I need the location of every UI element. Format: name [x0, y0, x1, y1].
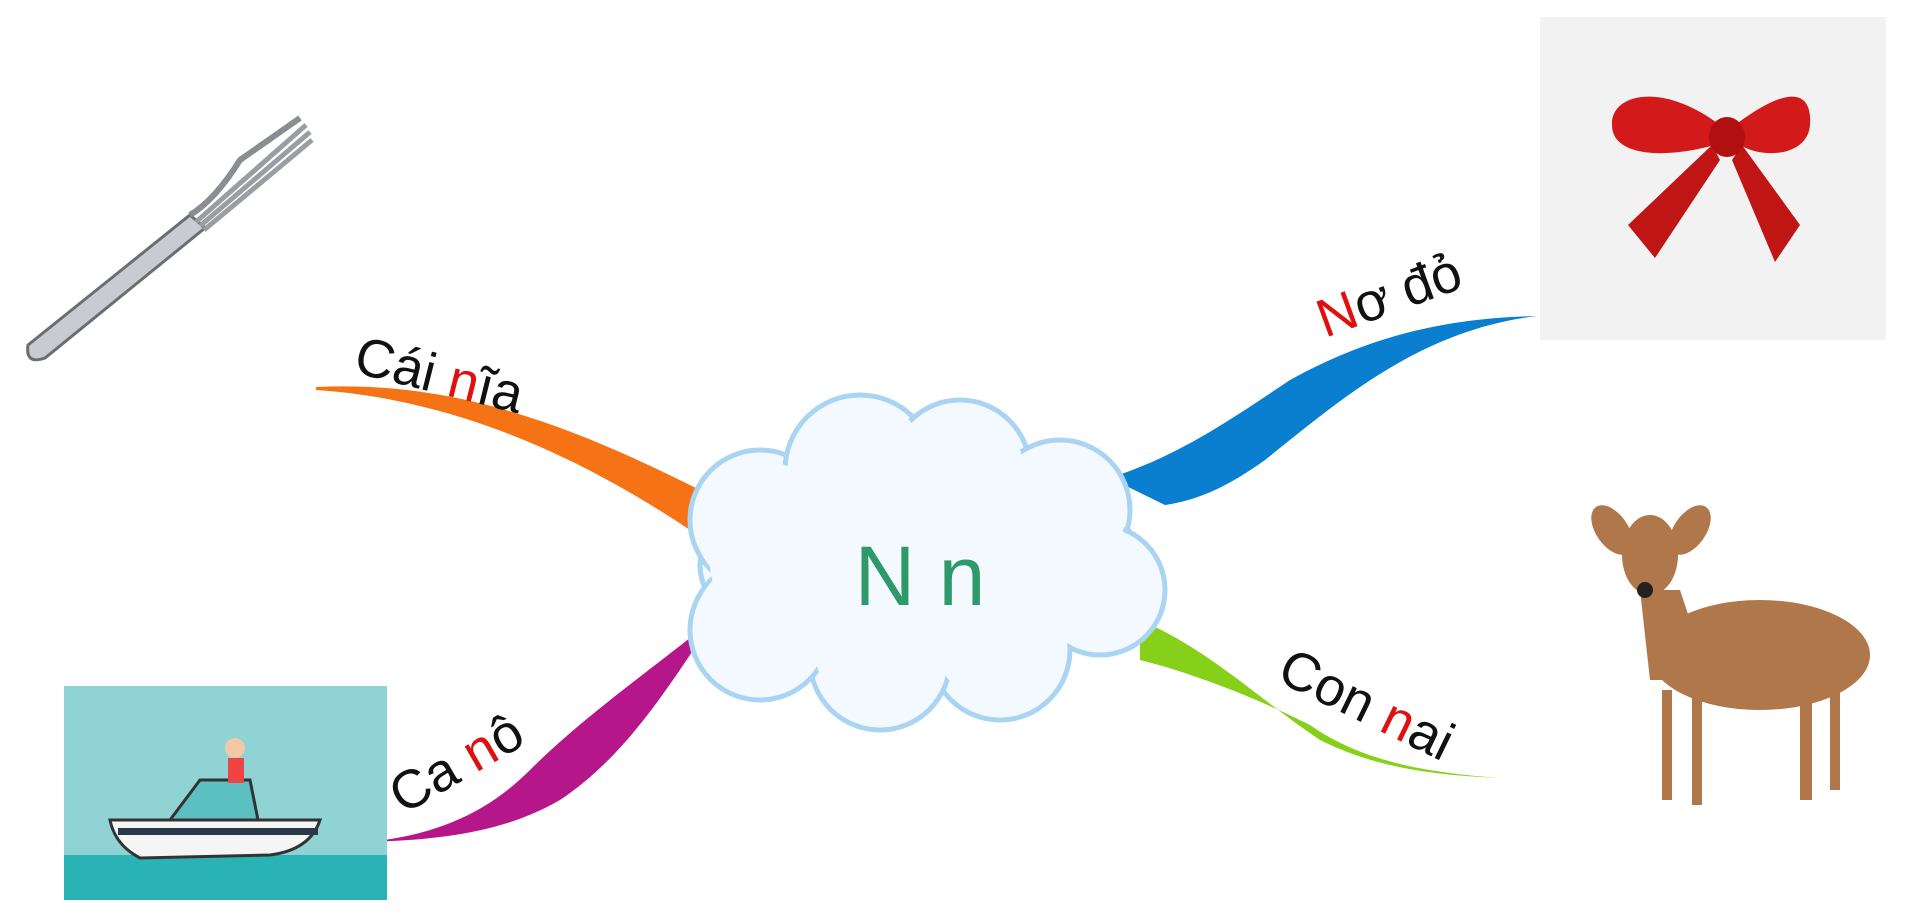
label-bow: Nơ đỏ [1309, 242, 1470, 350]
deer-image [1591, 505, 1870, 805]
center-letter: N n [855, 529, 986, 623]
red-bow-image [1540, 17, 1886, 340]
cloud [687, 392, 1168, 733]
label-deer: Con nai [1270, 637, 1464, 773]
motorboat-image [64, 686, 387, 900]
fork-image [26, 115, 314, 362]
branch-bow [1110, 316, 1537, 505]
branch-fork [316, 386, 700, 530]
branch-boat [367, 630, 700, 842]
